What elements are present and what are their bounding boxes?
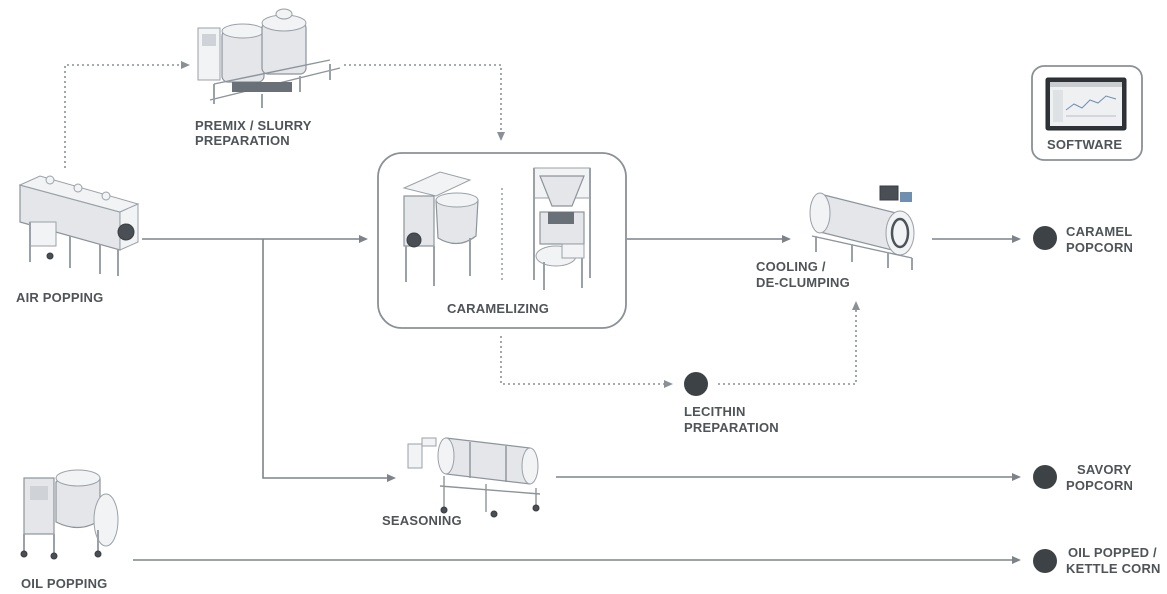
software-frame	[1031, 65, 1143, 161]
flow-air-to-premix	[64, 61, 190, 168]
flow-seasoning-to-savory-popcorn	[556, 473, 1021, 481]
premix-label-line1: PREMIX / SLURRY	[195, 118, 312, 133]
lecithin-node	[684, 372, 708, 396]
caramel-popcorn-node	[1033, 226, 1057, 250]
caramel-popcorn-label-line1: CARAMEL	[1066, 224, 1132, 239]
flow-air-to-seasoning	[262, 239, 396, 482]
software-label: SOFTWARE	[1047, 137, 1122, 152]
cooling-label-line2: DE-CLUMPING	[756, 275, 850, 290]
kettle-corn-label-line1: OIL POPPED /	[1068, 545, 1157, 560]
software-screen-icon	[1045, 77, 1127, 131]
flow-caramelizing-to-cooling	[627, 235, 791, 243]
seasoning-tumbler-icon	[407, 437, 541, 518]
kettle-corn-node	[1033, 549, 1057, 573]
kettle-corn-label-line2: KETTLE CORN	[1066, 561, 1161, 576]
caramel-popcorn-label-line2: POPCORN	[1066, 240, 1133, 255]
premix-label-line2: PREPARATION	[195, 133, 290, 148]
air-popping-label: AIR POPPING	[16, 290, 103, 305]
cooling-drum-icon	[809, 185, 915, 270]
oil-popper-kettle-icon	[20, 469, 119, 560]
oil-popping-label: OIL POPPING	[21, 576, 107, 591]
savory-popcorn-label-line1: SAVORY	[1077, 462, 1132, 477]
flow-cooling-to-caramel-popcorn	[932, 235, 1021, 243]
air-popper-machine-icon	[18, 175, 140, 276]
savory-popcorn-label-line2: POPCORN	[1066, 478, 1133, 493]
caramelizing-frame	[377, 152, 627, 329]
savory-popcorn-node	[1033, 465, 1057, 489]
cooling-label-line1: COOLING /	[756, 259, 826, 274]
flow-air-to-caramelizing	[142, 235, 368, 243]
caramelizer-kettle-icon	[402, 171, 479, 286]
caramelizing-label: CARAMELIZING	[447, 301, 549, 316]
flow-premix-to-caramelizing	[344, 64, 505, 141]
lecithin-label-line2: PREPARATION	[684, 420, 779, 435]
seasoning-label: SEASONING	[382, 513, 462, 528]
lecithin-label-line1: LECITHIN	[684, 404, 746, 419]
flow-lecithin-to-cooling	[718, 301, 860, 385]
flow-caramelizing-to-lecithin	[500, 336, 673, 388]
caramelizer-hopper-icon	[533, 167, 591, 290]
flow-oil-popping-to-kettle-corn	[133, 556, 1021, 564]
premix-tanks-icon	[197, 8, 341, 108]
